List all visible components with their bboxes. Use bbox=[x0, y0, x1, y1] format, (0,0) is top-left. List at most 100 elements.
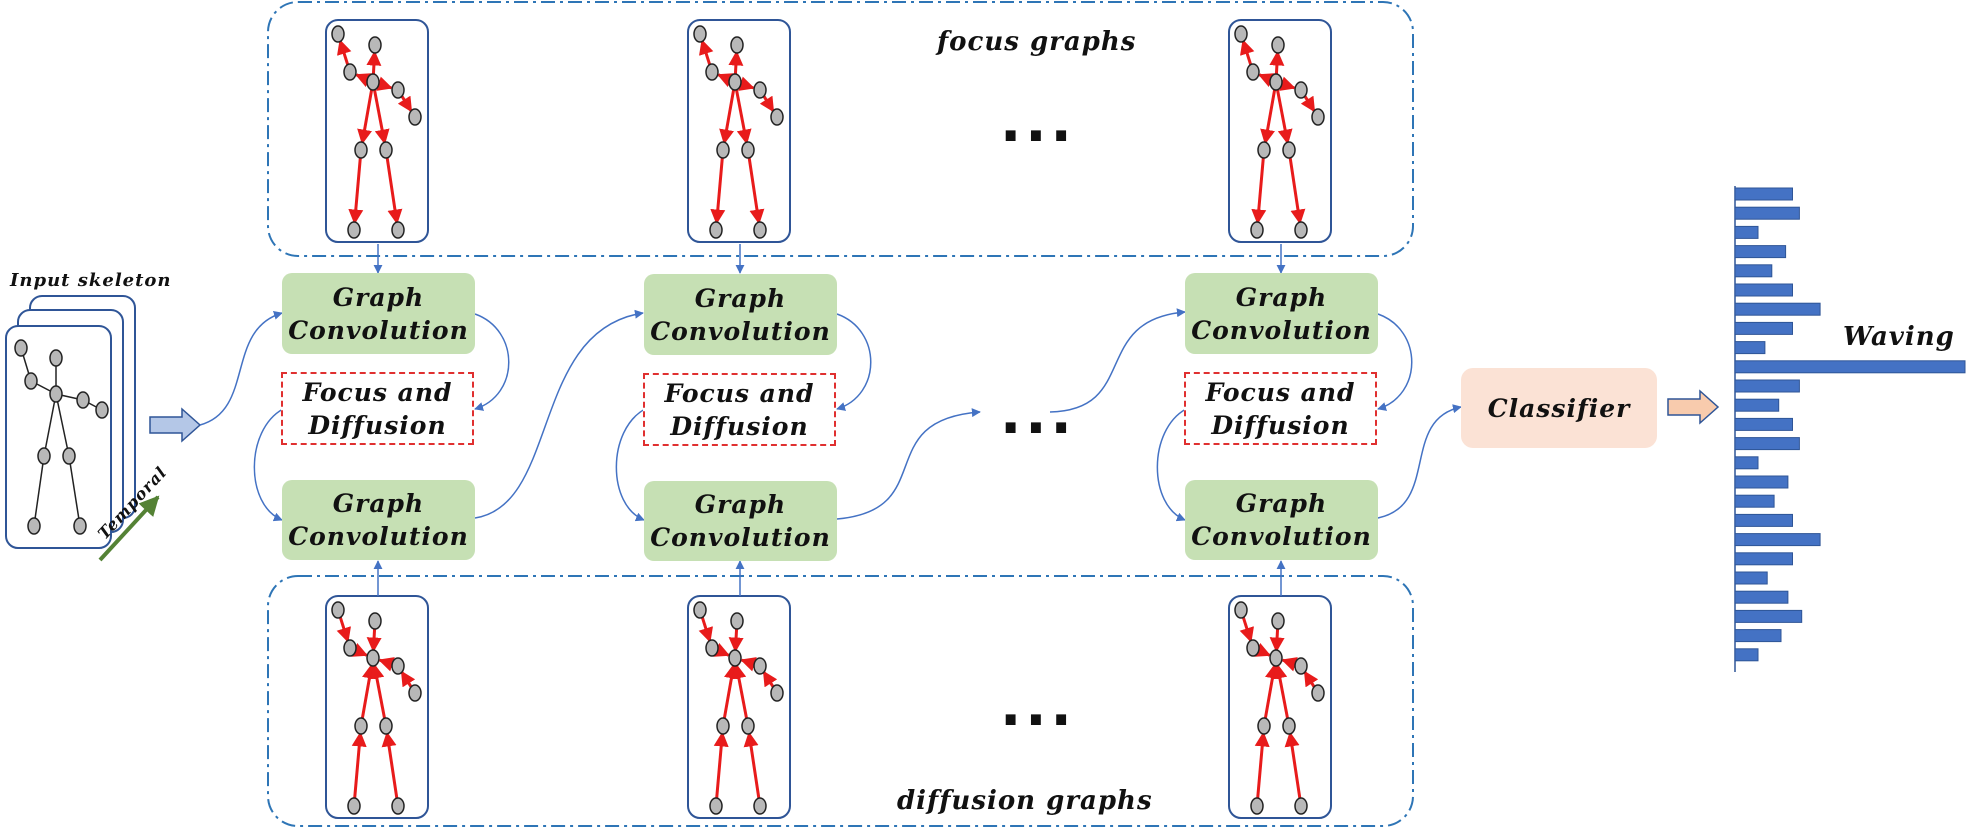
bone-edge bbox=[355, 73, 372, 88]
joint-node bbox=[741, 141, 755, 159]
output-bar-chart bbox=[1734, 186, 1966, 672]
output-bar bbox=[1734, 629, 1782, 643]
joint-node bbox=[343, 639, 357, 657]
joint-node bbox=[1294, 797, 1308, 815]
output-bar bbox=[1734, 360, 1966, 374]
joint-node bbox=[705, 63, 719, 81]
bone-edge bbox=[369, 663, 387, 720]
joint-node bbox=[1257, 717, 1271, 735]
output-bar bbox=[1734, 609, 1803, 623]
output-bar bbox=[1734, 648, 1759, 662]
input-bone bbox=[33, 455, 45, 527]
bone-edge bbox=[1258, 73, 1275, 88]
input-joint bbox=[73, 517, 87, 535]
output-bar bbox=[1734, 398, 1780, 412]
bone-edge bbox=[366, 50, 382, 76]
bone-edge bbox=[376, 76, 393, 91]
bone-edge bbox=[1240, 39, 1255, 66]
joint-node bbox=[753, 81, 767, 99]
joint-node bbox=[366, 649, 380, 667]
bone-edge bbox=[1303, 670, 1319, 688]
output-bar bbox=[1734, 571, 1768, 585]
input-joint bbox=[49, 349, 63, 367]
gc-top-2-line-2: Convolution bbox=[650, 316, 831, 346]
output-bar bbox=[1734, 590, 1789, 604]
joint-node bbox=[693, 25, 707, 43]
output-block-arrow bbox=[1667, 389, 1720, 425]
output-bar bbox=[1734, 475, 1789, 489]
bone-edge bbox=[1239, 616, 1254, 643]
input-joint bbox=[37, 447, 51, 465]
fd-2-line-1: Focus and bbox=[664, 378, 815, 408]
gc-bottom-1-line-1: Graph bbox=[332, 489, 425, 518]
input-bone bbox=[43, 393, 57, 457]
joint-node bbox=[408, 108, 422, 126]
output-bar bbox=[1734, 245, 1787, 259]
input-bone bbox=[68, 455, 81, 527]
input-joint bbox=[76, 391, 90, 409]
gc-bottom-2-line-2: Convolution bbox=[650, 523, 831, 552]
bone-edge bbox=[728, 627, 744, 653]
joint-node bbox=[730, 36, 744, 54]
joint-node bbox=[391, 81, 405, 99]
bone-edge bbox=[366, 627, 382, 653]
bone-edge bbox=[378, 657, 395, 672]
output-bar bbox=[1734, 494, 1775, 508]
input-block-arrow bbox=[149, 407, 202, 443]
skeleton-group bbox=[5, 19, 1332, 819]
bone-edge bbox=[357, 88, 374, 145]
diffusion-graphs-panel bbox=[267, 575, 1414, 827]
joint-node bbox=[1271, 36, 1285, 54]
output-bar bbox=[1734, 264, 1773, 278]
fd-3-line-2: Diffusion bbox=[1211, 410, 1350, 440]
bone-edge bbox=[698, 616, 713, 643]
joint-node bbox=[379, 717, 393, 735]
joint-node bbox=[343, 63, 357, 81]
diffusion-graphs-label: diffusion graphs bbox=[897, 786, 1153, 816]
fd-1-line-1: Focus and bbox=[302, 377, 453, 407]
joint-node bbox=[1294, 221, 1308, 239]
connector-gc-to-fd-2 bbox=[836, 313, 872, 411]
joint-node bbox=[1311, 108, 1325, 126]
input-joint bbox=[62, 447, 76, 465]
bone-edge bbox=[337, 39, 352, 66]
input-joint bbox=[14, 339, 28, 357]
bone-edge bbox=[1300, 95, 1316, 113]
output-bar bbox=[1734, 341, 1766, 355]
focus-graphs-panel bbox=[267, 1, 1414, 257]
joint-node bbox=[1269, 649, 1283, 667]
joint-node bbox=[1250, 797, 1264, 815]
bone-edge bbox=[759, 95, 775, 113]
joint-node bbox=[331, 601, 345, 619]
temporal-arrow bbox=[98, 495, 160, 562]
joint-node bbox=[753, 797, 767, 815]
joint-node bbox=[693, 601, 707, 619]
joint-node bbox=[368, 612, 382, 630]
connector-fd-to-gc-2 bbox=[615, 408, 646, 522]
joint-node bbox=[347, 221, 361, 239]
joint-node bbox=[1257, 141, 1271, 159]
joint-node bbox=[1271, 612, 1285, 630]
bone-edge bbox=[385, 156, 403, 225]
bone-edge bbox=[1269, 50, 1285, 76]
joint-node bbox=[730, 612, 744, 630]
bone-edge bbox=[1254, 642, 1271, 657]
output-bar bbox=[1734, 513, 1793, 527]
joint-node bbox=[1250, 221, 1264, 239]
bone-edge bbox=[1260, 88, 1277, 145]
bone-edge bbox=[336, 616, 351, 643]
joint-node bbox=[1282, 141, 1296, 159]
input-bone bbox=[55, 393, 70, 457]
bone-edge bbox=[1281, 657, 1298, 672]
bone-edge bbox=[400, 670, 416, 688]
bone-edge bbox=[1254, 731, 1270, 800]
joint-node bbox=[1234, 601, 1248, 619]
connector-group bbox=[149, 244, 1720, 596]
input-joint bbox=[49, 385, 63, 403]
